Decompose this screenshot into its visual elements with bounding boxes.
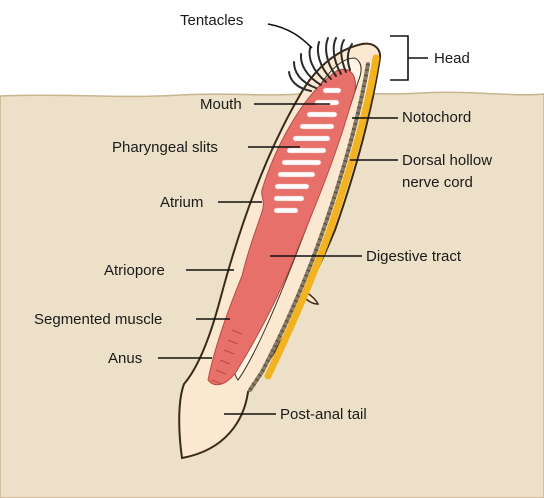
label-dorsal-hollow-line1: Dorsal hollow xyxy=(402,152,492,169)
label-segmented-muscle: Segmented muscle xyxy=(34,311,162,328)
label-digestive-tract: Digestive tract xyxy=(366,248,462,265)
head-bracket xyxy=(390,35,428,81)
leader-tentacles xyxy=(267,23,313,49)
label-atriopore: Atriopore xyxy=(104,262,165,279)
label-tentacles: Tentacles xyxy=(180,12,243,29)
label-dorsal-hollow-line2: nerve cord xyxy=(402,174,473,191)
label-mouth: Mouth xyxy=(200,96,242,113)
label-post-anal-tail: Post-anal tail xyxy=(280,406,367,423)
tentacles xyxy=(288,37,353,92)
label-pharyngeal-slits: Pharyngeal slits xyxy=(112,139,218,156)
label-atrium: Atrium xyxy=(160,194,203,211)
notochord-segments xyxy=(248,63,370,392)
label-anus: Anus xyxy=(108,350,142,367)
segmented-muscle-bands xyxy=(211,329,243,385)
label-notochord: Notochord xyxy=(402,109,471,126)
label-head: Head xyxy=(434,50,470,67)
pharyngeal-slits xyxy=(273,87,342,214)
nerve-cord xyxy=(264,54,380,380)
